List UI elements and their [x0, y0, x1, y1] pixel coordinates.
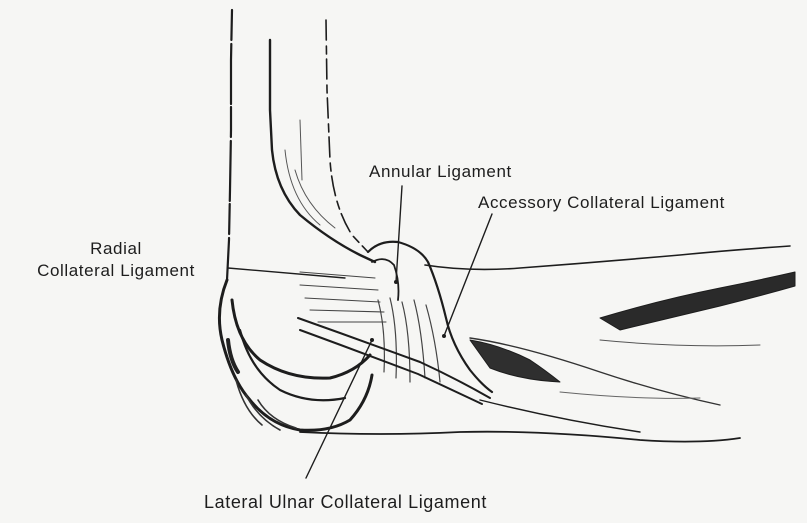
radial-collateral-ligament-label-line1: Radial	[0, 238, 232, 260]
radial-collateral-ligament-label-line2: Collateral Ligament	[0, 260, 232, 282]
forearm-lower-outline	[300, 432, 740, 442]
humerus-anterior-outline	[270, 40, 375, 262]
radial-collateral-ligament-fibers	[300, 272, 386, 322]
radial-collateral-ligament-label: Radial Collateral Ligament	[0, 238, 232, 282]
annular-ligament-fibers	[378, 298, 440, 382]
lateral-epicondyle-outline	[219, 280, 372, 430]
lateral-ulnar-collateral-leader	[306, 340, 372, 478]
forearm-upper-outline	[425, 246, 790, 269]
annular-ligament-leader	[396, 186, 402, 282]
radial-collateral-leader	[228, 268, 345, 278]
extensor-tendon	[600, 272, 795, 330]
accessory-collateral-ligament-label: Accessory Collateral Ligament	[478, 193, 725, 213]
humerus-inner-edge	[326, 20, 368, 252]
radial-head-outline	[368, 242, 492, 392]
accessory-collateral-leader	[444, 214, 492, 336]
annular-ligament-label: Annular Ligament	[369, 162, 512, 182]
lateral-ulnar-collateral-ligament-label: Lateral Ulnar Collateral Ligament	[204, 492, 487, 512]
